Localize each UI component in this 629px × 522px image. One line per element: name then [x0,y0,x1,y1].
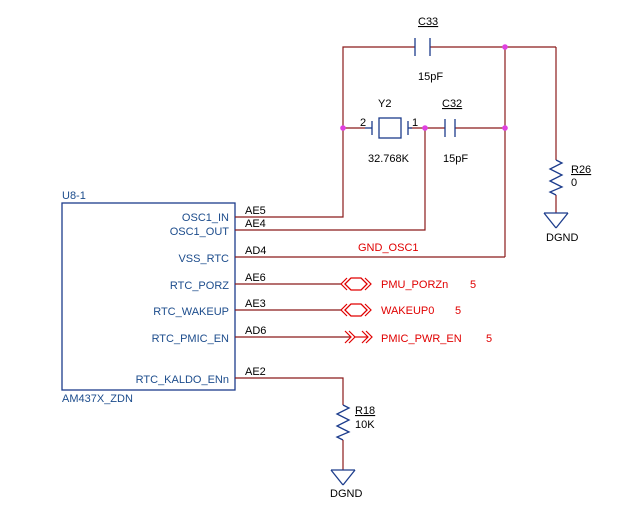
r18-value: 10K [355,419,375,431]
y2-ref: Y2 [378,98,391,110]
wire-osc-in [275,46,415,218]
pin-number-ae6: AE6 [245,272,266,284]
offpage-label-wakeup0: WAKEUP0 [381,305,434,317]
c33-ref: C33 [418,16,438,28]
junction-dot [502,125,508,131]
pin-name-osc1-in: OSC1_IN [182,212,229,224]
pin-number-ad4: AD4 [245,245,266,257]
junction-dot [340,125,346,131]
ic-part-number: AM437X_ZDN [62,393,133,405]
y2-pin-left: 2 [360,117,366,129]
offpage-sheet-wakeup0: 5 [455,305,461,317]
offpage-connector-output [344,330,373,344]
pin-number-ae2: AE2 [245,366,266,378]
r26-ref: R26 [571,164,591,176]
net-label-gnd-osc1: GND_OSC1 [358,242,419,254]
offpage-sheet-pmic-pwr-en: 5 [486,333,492,345]
crystal-y2 [365,117,412,139]
c33-value: 15pF [418,71,443,83]
c32-ref: C32 [442,98,462,110]
ic-body [61,202,236,391]
resistor-r18 [335,404,351,441]
ic-designator: U8-1 [62,190,86,202]
r18-ref: R18 [355,405,375,417]
ground-label-dgnd-1: DGND [546,232,578,244]
offpage-label-pmic-pwr-en: PMIC_PWR_EN [381,333,462,345]
c32-value: 15pF [443,153,468,165]
ground-symbol-dgnd [330,469,356,486]
wire-kaldo [275,377,344,405]
capacitor-c33 [414,38,431,56]
pin-name-rtc-pmic-en: RTC_PMIC_EN [152,333,229,345]
pin-number-ae3: AE3 [245,298,266,310]
offpage-sheet-pmu-porzn: 5 [470,279,476,291]
resistor-r26 [548,159,564,196]
ground-label-dgnd-2: DGND [330,488,362,500]
pin-number-ae4: AE4 [245,218,266,230]
y2-pin-right: 1 [412,117,418,129]
offpage-connector-bidir [340,277,372,291]
y2-value: 32.768K [368,153,410,165]
junction-dot [502,44,508,50]
wire-osc-out [275,128,426,231]
pin-number-ae5: AE5 [245,205,266,217]
offpage-label-pmu-porzn: PMU_PORZn [381,279,448,291]
pin-name-vss-rtc: VSS_RTC [178,253,229,265]
pin-name-rtc-porz: RTC_PORZ [170,280,229,292]
pin-name-rtc-kaldo-enn: RTC_KALDO_ENn [136,374,229,386]
r26-value: 0 [571,177,577,189]
pin-number-ad6: AD6 [245,325,266,337]
pin-name-osc1-out: OSC1_OUT [170,226,230,238]
junction-dot [422,125,428,131]
pin-name-rtc-wakeup: RTC_WAKEUP [153,306,229,318]
ground-symbol-dgnd [543,212,569,229]
offpage-connector-bidir [340,303,372,317]
capacitor-c32 [444,119,456,137]
